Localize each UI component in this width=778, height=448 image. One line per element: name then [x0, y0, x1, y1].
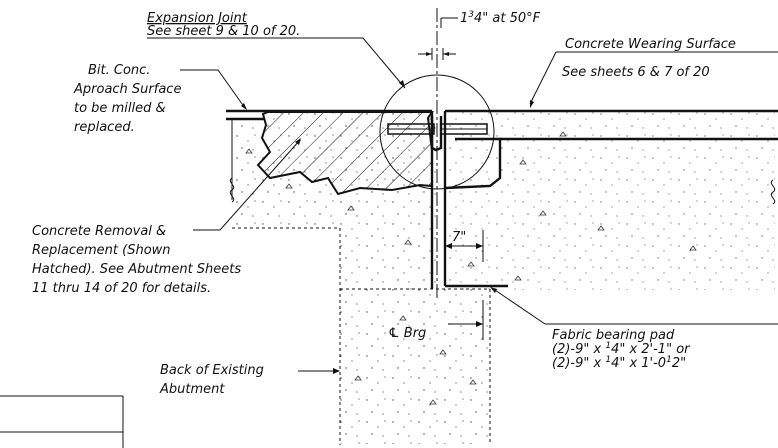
leader-lines	[147, 37, 778, 374]
label-wearing-surface: Concrete Wearing Surface See sheets 6 & …	[562, 37, 736, 80]
fabric-pad-line-2: (2)-9" x 14" x 2'-1" or	[552, 341, 691, 357]
label-cl-bearing: ℄ Brg	[388, 326, 426, 341]
label-bit-conc: Bit. Conc. Aproach Surface to be milled …	[73, 63, 181, 135]
label-concrete-removal: Concrete Removal & Replacement (Shown Ha…	[32, 224, 241, 296]
wearing-surface-ref: See sheets 6 & 7 of 20	[562, 65, 710, 80]
label-fabric-pad: Fabric bearing pad (2)-9" x 14" x 2'-1" …	[552, 328, 691, 371]
expansion-joint-title: Expansion Joint	[147, 11, 248, 26]
break-lines	[229, 177, 776, 205]
expansion-joint-ref: See sheet 9 & 10 of 20.	[147, 24, 300, 39]
existing-abutment-outline	[232, 227, 491, 445]
back-abutment-line-1: Back of Existing	[160, 363, 264, 378]
label-joint-gap: 134" at 50°F	[460, 10, 541, 26]
joint-centerline	[418, 8, 458, 300]
bit-conc-line-1: Bit. Conc.	[88, 63, 150, 78]
label-back-of-abutment: Back of Existing Abutment	[159, 363, 264, 397]
concrete-removal-line-1: Concrete Removal &	[32, 224, 166, 239]
label-expansion-joint: Expansion Joint See sheet 9 & 10 of 20.	[147, 11, 300, 39]
wearing-surface-title: Concrete Wearing Surface	[565, 37, 736, 52]
bit-conc-line-3: to be milled &	[74, 101, 166, 116]
label-dim-7-inch: 7"	[452, 230, 466, 245]
back-abutment-line-2: Abutment	[159, 382, 225, 397]
fabric-pad-title: Fabric bearing pad	[552, 328, 675, 343]
dimension-7-inch	[445, 230, 484, 340]
aggregate-marks	[245, 131, 697, 405]
bit-conc-line-4: replaced.	[74, 120, 135, 135]
concrete-removal-line-3: Hatched). See Abutment Sheets	[32, 262, 241, 277]
bit-conc-line-2: Aproach Surface	[73, 82, 181, 97]
title-block-fragment	[0, 395, 124, 448]
concrete-removal-line-2: Replacement (Shown	[32, 243, 171, 258]
fabric-pad-line-3: (2)-9" x 14" x 1'-012"	[552, 355, 686, 371]
concrete-removal-line-4: 11 thru 14 of 20 for details.	[32, 281, 211, 296]
